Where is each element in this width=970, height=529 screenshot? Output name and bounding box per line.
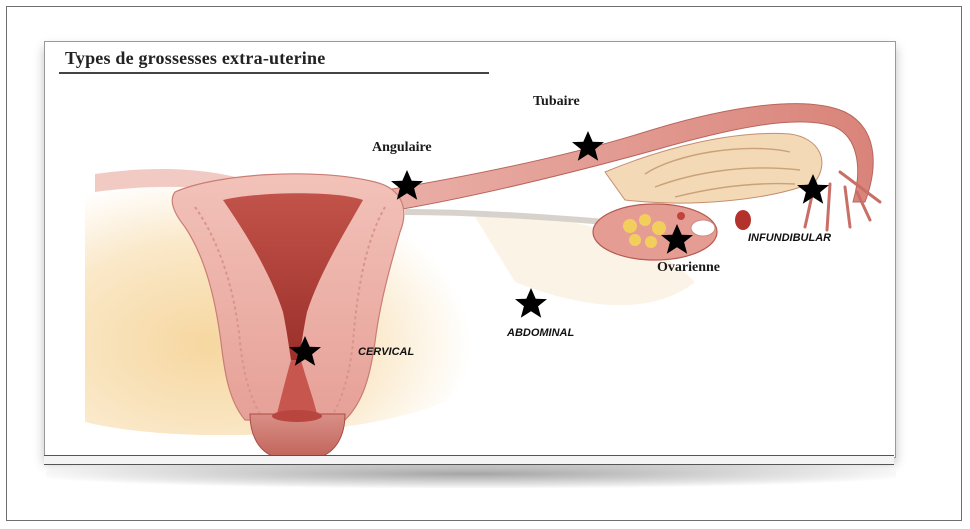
star-icon [391,170,423,200]
star-icon [572,131,604,161]
marker-layer [45,42,895,457]
diagram-card: Types de grossesses extra-uterine Tubair… [44,41,896,458]
star-icon [515,288,547,318]
star-icon [797,174,829,204]
card-bottom-bar [44,455,894,465]
star-icon [661,224,693,254]
star-icon [289,336,321,366]
